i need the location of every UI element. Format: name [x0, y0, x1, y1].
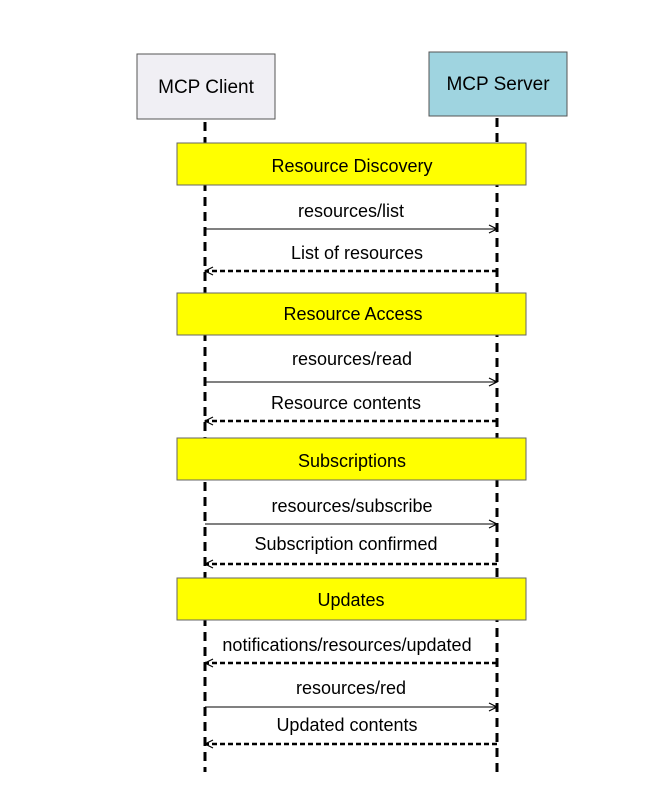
server-participant: MCP Server [428, 51, 568, 117]
section-title: Updates [317, 590, 384, 610]
message-list-of-resources: List of resources [205, 243, 497, 271]
message-subscription-confirmed: Subscription confirmed [205, 534, 497, 564]
section-title: Resource Discovery [271, 156, 432, 176]
client-label: MCP Client [158, 77, 254, 98]
message-label: Subscription confirmed [254, 534, 437, 554]
server-label: MCP Server [446, 74, 550, 95]
message-label: Updated contents [276, 715, 417, 735]
message-resource-contents: Resource contents [205, 393, 497, 421]
section-resource-access: Resource Access [176, 292, 527, 336]
client-participant: MCP Client [136, 53, 276, 120]
message-updated-contents: Updated contents [205, 715, 497, 744]
message-resources-list: resources/list [205, 201, 497, 229]
message-label: Resource contents [271, 393, 421, 413]
section-title: Resource Access [283, 304, 422, 324]
section-resource-discovery: Resource Discovery [176, 142, 527, 186]
message-label: resources/list [298, 201, 404, 221]
section-updates: Updates [176, 577, 527, 621]
message-resources-subscribe: resources/subscribe [205, 496, 497, 524]
message-label: resources/read [292, 349, 412, 369]
message-label: resources/red [296, 678, 406, 698]
message-label: List of resources [291, 243, 423, 263]
message-resources-read: resources/read [205, 349, 497, 382]
message-notifications-resources-updated: notifications/resources/updated [205, 635, 497, 663]
message-resources-red: resources/red [205, 678, 497, 707]
message-label: notifications/resources/updated [222, 635, 471, 655]
section-title: Subscriptions [298, 451, 406, 471]
section-subscriptions: Subscriptions [176, 437, 527, 481]
message-label: resources/subscribe [271, 496, 432, 516]
